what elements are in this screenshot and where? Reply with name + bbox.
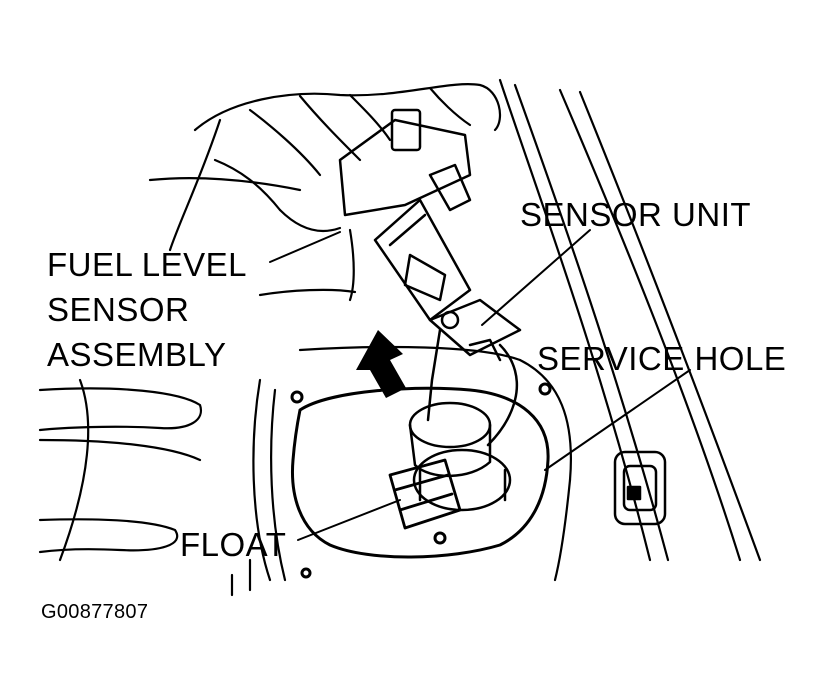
hand	[193, 83, 502, 232]
label-sensor-unit: SENSOR UNIT	[520, 196, 752, 233]
wall-clip	[613, 450, 667, 526]
leader-float	[297, 499, 401, 541]
label-service-hole: SERVICE HOLE	[537, 340, 787, 377]
removal-arrow-icon	[356, 330, 406, 398]
service-hole	[290, 382, 552, 579]
leader-lines	[269, 229, 691, 541]
sender-body	[408, 401, 512, 512]
leader-fuel-level-sensor-assembly	[269, 231, 341, 263]
label-assembly: ASSEMBLY	[47, 336, 227, 373]
leader-sensor-unit	[481, 229, 591, 326]
leader-service-hole	[544, 369, 691, 471]
sensor-bracket	[373, 198, 522, 362]
float	[388, 458, 462, 530]
label-fuel-level: FUEL LEVEL	[47, 246, 248, 283]
label-sensor: SENSOR	[47, 291, 190, 328]
floor-pan-outline	[38, 78, 762, 597]
label-float: FLOAT	[180, 526, 287, 563]
figure-reference-code: G00877807	[41, 601, 149, 623]
sensor-flange	[338, 108, 472, 217]
